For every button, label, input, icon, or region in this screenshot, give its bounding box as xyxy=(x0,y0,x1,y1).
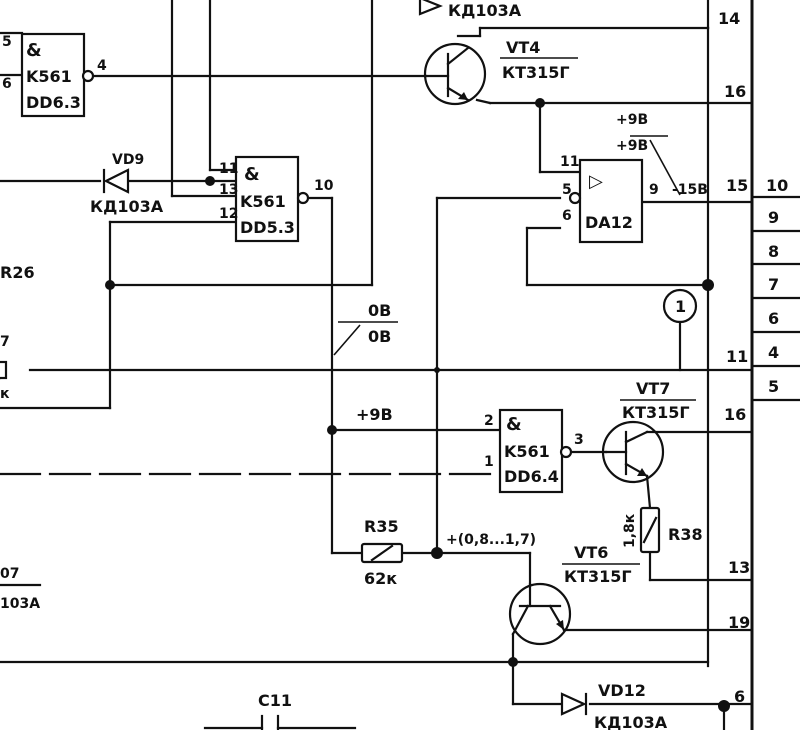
vt4-ref: VT4 xyxy=(506,38,540,57)
r38-ref: R38 xyxy=(668,525,703,544)
dd53-series: K561 xyxy=(240,192,286,211)
dd63-logic: & xyxy=(26,40,42,61)
dd64-series: K561 xyxy=(504,442,550,461)
da12-ref: DA12 xyxy=(585,213,633,232)
label-0v-top: 0В xyxy=(368,301,391,320)
transistor-vt6: VT6 КТ315Г xyxy=(508,543,640,646)
connector-pin-6: 6 xyxy=(768,309,779,328)
vd7-ref: 07 xyxy=(0,566,19,582)
connector-pin-7: 7 xyxy=(768,275,779,294)
bus-pin-16b: 16 xyxy=(724,405,746,424)
r35-value: 62к xyxy=(364,569,397,588)
resistor-r38: R38 1,8к xyxy=(622,506,703,554)
resistor-r26: R26 xyxy=(0,263,35,282)
chip-dd63: & K561 DD6.3 4 5 6 xyxy=(2,32,107,118)
label-0v-bottom: 0В xyxy=(368,327,391,346)
bus-pin-13: 13 xyxy=(728,558,750,577)
da12-pin-top: 11 xyxy=(560,154,579,170)
dd64-logic: & xyxy=(506,414,522,435)
connector-pin-4: 4 xyxy=(768,343,779,362)
dd53-pin-in2: 13 xyxy=(219,182,238,198)
connector-block: 10 9 8 7 6 4 5 xyxy=(750,176,800,402)
connector-pin-8: 8 xyxy=(768,242,779,261)
resistor-r35: R35 62к xyxy=(360,517,404,588)
label-plus9v: +9В xyxy=(356,405,393,424)
dd64-pin-out: 3 xyxy=(574,432,584,448)
bus-pin-16a: 16 xyxy=(724,82,746,101)
dd53-pin-in1: 11 xyxy=(219,161,238,177)
dd63-pin-in1: 5 xyxy=(2,34,12,50)
connector-pin-10: 10 xyxy=(766,176,788,195)
dd63-pin-out: 4 xyxy=(97,58,107,74)
circle-marker-label: 1 xyxy=(675,297,686,316)
da12-pin-out: 9 xyxy=(649,182,659,198)
vt6-ref: VT6 xyxy=(574,543,608,562)
vt7-type: КТ315Г xyxy=(622,403,690,422)
chip-dd53: & K561 DD5.3 11 13 12 10 xyxy=(219,155,334,243)
diode-top: КД103А xyxy=(418,0,522,20)
supply-leader xyxy=(649,139,681,196)
vd12-type: КД103А xyxy=(594,713,668,730)
dd64-ref: DD6.4 xyxy=(504,467,559,486)
capacitor-c11: C11 xyxy=(258,691,292,730)
junction-dots xyxy=(105,98,730,712)
c11-ref: C11 xyxy=(258,691,292,710)
dd63-pin-in2: 6 xyxy=(2,76,12,92)
dd53-pin-in3: 12 xyxy=(219,206,238,222)
circle-marker: 1 xyxy=(662,288,698,324)
vd9-ref: VD9 xyxy=(112,152,144,168)
vt4-type: КТ315Г xyxy=(502,63,570,82)
label-bias-range: +(0,8...1,7) xyxy=(446,532,536,548)
diode-vd12: VD12 КД103А xyxy=(560,681,668,730)
dd53-pin-out: 10 xyxy=(314,178,334,194)
bus-pin-19: 19 xyxy=(728,613,750,632)
resistor-r27: 7 к xyxy=(0,334,10,402)
diode-top-type: КД103А xyxy=(448,1,522,20)
dd64-pin-in1: 2 xyxy=(484,413,494,429)
da12-pin-in1: 5 xyxy=(562,182,572,198)
vd12-ref: VD12 xyxy=(598,681,646,700)
vd7-type: 103А xyxy=(0,596,40,612)
da12-pin-in2: 6 xyxy=(562,208,572,224)
dd53-logic: & xyxy=(244,164,260,185)
dd63-series: K561 xyxy=(26,67,72,86)
diode-vd9: VD9 КД103А xyxy=(90,152,164,216)
da12-symbol: ▷ xyxy=(589,171,603,192)
r38-value: 1,8к xyxy=(622,513,638,548)
bus-pin-14: 14 xyxy=(718,9,740,28)
vt6-type: КТ315Г xyxy=(564,567,632,586)
r26-ref: R26 xyxy=(0,263,35,282)
bus-pin-11: 11 xyxy=(726,347,748,366)
dd63-ref: DD6.3 xyxy=(26,93,81,112)
chip-dd64: & K561 DD6.4 2 1 3 xyxy=(484,408,584,494)
da12-supply2: +9В xyxy=(616,138,648,154)
vd9-type: КД103А xyxy=(90,197,164,216)
bus-pin-6: 6 xyxy=(734,687,745,706)
connector-pin-5: 5 xyxy=(768,377,779,396)
wires xyxy=(0,0,754,730)
connector-pin-9: 9 xyxy=(768,208,779,227)
da12-out-level: -15В xyxy=(672,182,708,198)
r35-ref: R35 xyxy=(364,517,399,536)
diode-vd7: 07 103А xyxy=(0,566,40,612)
chip-da12: ▷ DA12 11 5 6 9 +9В +9В -15В xyxy=(560,112,708,244)
transistor-vt7: VT7 КТ315Г xyxy=(601,379,696,484)
da12-supply1: +9В xyxy=(616,112,648,128)
dd64-pin-in2: 1 xyxy=(484,454,494,470)
transistor-vt4: VT4 КТ315Г xyxy=(423,38,578,106)
r27-value: к xyxy=(0,386,10,402)
dd53-ref: DD5.3 xyxy=(240,218,295,237)
ov-leader xyxy=(333,324,361,356)
r27-ref: 7 xyxy=(0,334,10,350)
bus-pin-15: 15 xyxy=(726,176,748,195)
vt7-ref: VT7 xyxy=(636,379,670,398)
